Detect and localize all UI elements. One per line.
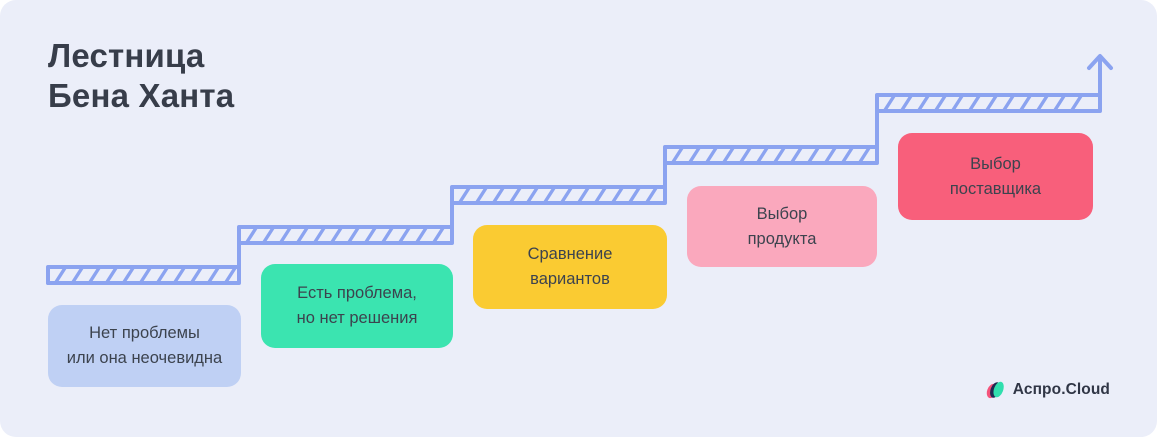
- step-label: Есть проблема, но нет решения: [296, 284, 418, 327]
- staircase-hatch: [54, 94, 1083, 284]
- page-title: Лестница Бена Ханта: [48, 37, 235, 114]
- brand-logo: Аспро.Cloud: [985, 380, 1110, 400]
- step-box-problem-no-solution: Есть проблема, но нет решения: [261, 264, 453, 348]
- brand-logo-text: Аспро.Cloud: [1012, 381, 1110, 398]
- step-box-no-problem: Нет проблемы или она неочевидна: [48, 305, 241, 387]
- aspro-cloud-logo-icon: [986, 381, 1004, 399]
- step-label: Выбор продукта: [747, 204, 817, 248]
- step-label: Выбор поставщика: [949, 154, 1042, 198]
- step-label: Нет проблемы или она неочевидна: [66, 324, 223, 367]
- step-label: Сравнение вариантов: [527, 245, 613, 288]
- staircase-outline-bottom: [46, 55, 1102, 285]
- step-box-product-choice: Выбор продукта: [687, 186, 877, 267]
- step-box-comparing-options: Сравнение вариантов: [473, 225, 667, 309]
- logo-petal-teal: [993, 381, 1004, 398]
- step-box-vendor-choice: Выбор поставщика: [898, 133, 1093, 220]
- arrow-up-icon: [1087, 54, 1113, 70]
